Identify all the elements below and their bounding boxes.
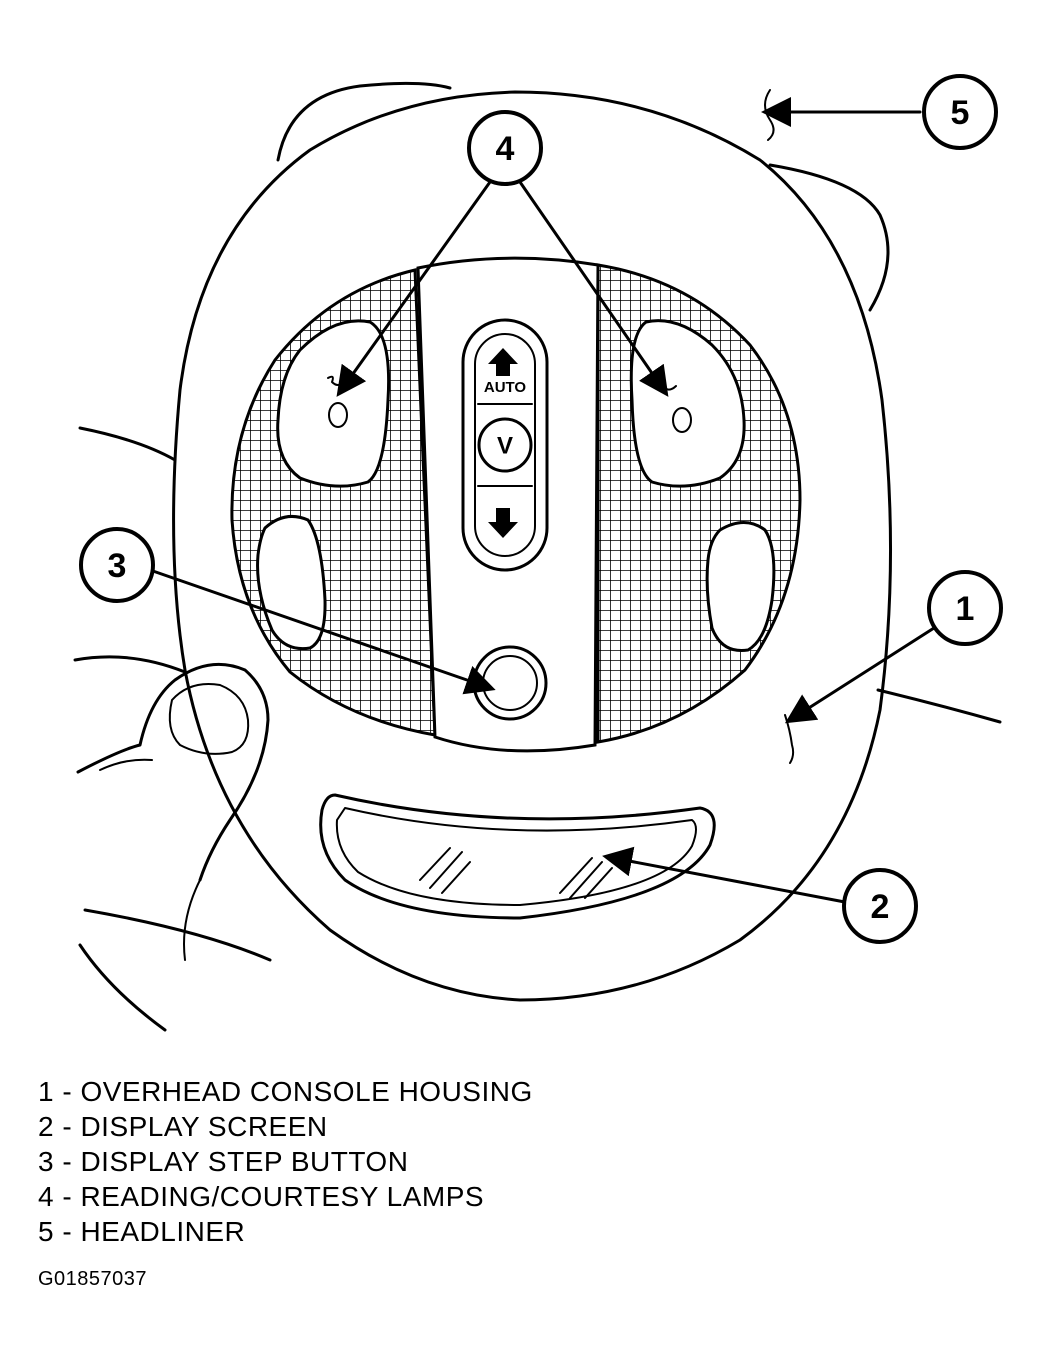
callout-5-number: 5 [951, 94, 970, 132]
callout-2-number: 2 [871, 888, 890, 926]
down-button[interactable] [488, 508, 518, 538]
v-label: V [497, 433, 513, 460]
leader-lines [148, 89, 936, 905]
legend-item: 2 - DISPLAY SCREEN [38, 1111, 328, 1142]
display-screen [319, 793, 716, 920]
arrow-down-icon [488, 508, 518, 538]
callout-3-number: 3 [108, 547, 127, 585]
overhead-console-illustration: AUTO V [73, 74, 1003, 1032]
auto-label: AUTO [484, 379, 527, 396]
callout-1-number: 1 [956, 590, 975, 628]
auto-up-button[interactable]: AUTO [484, 348, 527, 396]
figure-id: G01857037 [38, 1268, 148, 1290]
legend-item: 1 - OVERHEAD CONSOLE HOUSING [38, 1076, 533, 1107]
legend-item: 4 - READING/COURTESY LAMPS [38, 1181, 485, 1212]
legend-item: 5 - HEADLINER [38, 1216, 246, 1247]
callout-3: 3 [79, 527, 155, 603]
hand-thumb [76, 662, 270, 961]
console-housing [172, 90, 892, 1002]
callout-4: 4 [467, 110, 543, 186]
legend-item: 3 - DISPLAY STEP BUTTON [38, 1146, 409, 1177]
courtesy-lamp-left[interactable] [256, 514, 327, 651]
callout-2: 2 [842, 868, 918, 944]
reading-lamp-right[interactable] [629, 319, 746, 488]
legend-list: 1 - OVERHEAD CONSOLE HOUSING 2 - DISPLAY… [38, 1074, 533, 1249]
courtesy-lamp-right[interactable] [705, 521, 776, 653]
headliner [73, 81, 1002, 1032]
callout-5: 5 [922, 74, 998, 150]
arrow-up-icon [488, 348, 518, 376]
callout-4-number: 4 [496, 130, 515, 168]
vent-button[interactable]: V [477, 417, 533, 473]
callout-1: 1 [927, 570, 1003, 646]
display-step-button[interactable] [472, 645, 548, 721]
